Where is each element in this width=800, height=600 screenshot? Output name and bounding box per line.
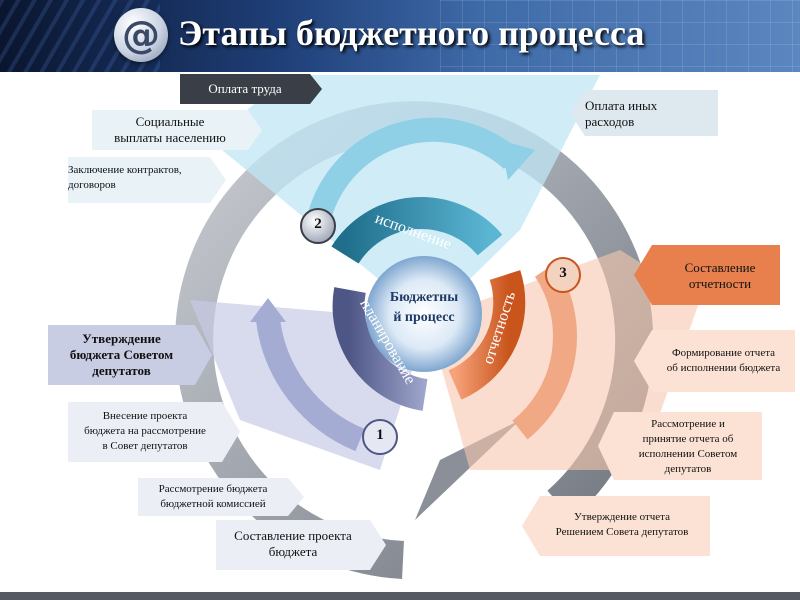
footer-bar — [0, 592, 800, 600]
planning-item-approve-line3: депутатов — [92, 363, 151, 378]
header-banner: @ Этапы бюджетного процесса — [0, 0, 800, 72]
execution-sector — [210, 75, 600, 320]
execution-inner-arrowhead — [500, 140, 535, 180]
reporting-item-forming: Формирование отчета об исполнении бюджет… — [652, 346, 795, 376]
execution-item-pay: Оплата труда — [180, 81, 310, 97]
execution-item-other: Оплата иных расходов — [585, 98, 705, 130]
social-callout-shape — [92, 110, 262, 150]
page-title: Этапы бюджетного процесса — [178, 13, 645, 53]
report-approve-callout-shape — [522, 496, 710, 556]
reporting-callout-shape — [634, 245, 780, 305]
planning-item-approve: Утверждение бюджета Советом депутатов — [48, 331, 195, 379]
planning-item-draft: Составление проекта бюджета — [216, 528, 370, 560]
execution-item-contracts-line1: Заключение контрактов, — [68, 164, 182, 176]
planning-item-commission-line1: Рассмотрение бюджета — [158, 483, 268, 495]
center-label: Бюджетны й процесс — [372, 288, 476, 328]
approve-budget-callout-shape — [48, 325, 212, 385]
reporting-item-compile: Составление отчетности — [660, 260, 780, 292]
execution-item-contracts-line2: договоров — [68, 179, 116, 191]
contracts-callout-shape — [68, 157, 226, 203]
planning-item-submit-line2: бюджета на рассмотрение — [84, 425, 206, 437]
reporting-item-review-line2: принятие отчета об — [642, 433, 734, 445]
execution-item-social-line1: Социальные — [135, 114, 205, 129]
center-disk — [366, 256, 482, 372]
execution-item-contracts: Заключение контрактов, договоров — [68, 163, 210, 193]
stage-1-number: 1 — [376, 427, 384, 443]
planning-inner-arrowhead — [250, 298, 286, 322]
reporting-band — [448, 270, 526, 400]
report-review-callout-shape — [598, 412, 762, 480]
stage-3-badge-shape — [545, 257, 581, 293]
stage-3-number: 3 — [559, 265, 567, 281]
reporting-item-forming-line2: об исполнении бюджета — [666, 362, 781, 374]
reporting-item-compile-line1: Составление — [684, 260, 756, 275]
center-label-line1: Бюджетны — [389, 290, 459, 305]
execution-item-other-line2: расходов — [585, 114, 635, 129]
reporting-item-compile-line2: отчетности — [688, 276, 752, 291]
header-grid-decoration — [440, 0, 800, 72]
planning-item-draft-line2: бюджета — [268, 544, 318, 559]
planning-item-draft-line1: Составление проекта — [234, 528, 352, 543]
budget-process-diagram — [48, 74, 795, 579]
execution-band — [331, 196, 503, 264]
planning-item-submit-line1: Внесение проекта — [102, 410, 188, 422]
execution-item-pay-line1: Оплата труда — [208, 81, 282, 96]
other-expenses-callout-shape — [570, 90, 718, 136]
planning-inner-arrow — [256, 318, 365, 452]
submit-budget-callout-shape — [68, 402, 240, 462]
execution-inner-arrow — [306, 117, 521, 225]
reporting-item-approve-line2: Решением Совета депутатов — [555, 526, 689, 538]
execution-item-social: Социальные выплаты населению — [92, 114, 248, 146]
stage-2-badge-shape — [300, 208, 336, 244]
planning-item-approve-line1: Утверждение — [82, 331, 161, 346]
reporting-item-review-line4: депутатов — [664, 463, 712, 475]
planning-item-submit: Внесение проекта бюджета на рассмотрение… — [68, 409, 222, 454]
planning-band — [332, 287, 428, 411]
execution-item-social-line2: выплаты населению — [114, 130, 226, 145]
report-forming-callout-shape — [634, 330, 795, 392]
execution-item-other-line1: Оплата иных — [585, 98, 658, 113]
reporting-item-review-line1: Рассмотрение и — [651, 418, 725, 430]
reporting-item-approve: Утверждение отчета Решением Совета депут… — [532, 510, 712, 540]
commission-callout-shape — [138, 478, 304, 516]
reporting-item-forming-line1: Формирование отчета — [671, 347, 776, 359]
planning-item-approve-line2: бюджета Советом — [69, 347, 174, 362]
planning-item-submit-line3: в Совет депутатов — [102, 440, 188, 452]
pay-callout-shape — [180, 74, 322, 104]
stage-1-badge-shape — [362, 419, 398, 455]
planning-item-commission-line2: бюджетной комиссией — [160, 498, 266, 510]
reporting-item-approve-line1: Утверждение отчета — [574, 511, 670, 523]
reporting-item-review: Рассмотрение и принятие отчета об исполн… — [614, 417, 762, 477]
reporting-item-review-line3: исполнении Советом — [638, 448, 738, 460]
at-sign-icon: @ — [114, 8, 168, 62]
stage-2-number: 2 — [314, 216, 322, 232]
center-label-line2: й процесс — [393, 310, 455, 325]
planning-item-commission: Рассмотрение бюджета бюджетной комиссией — [138, 482, 288, 512]
draft-budget-callout-shape — [216, 520, 386, 570]
